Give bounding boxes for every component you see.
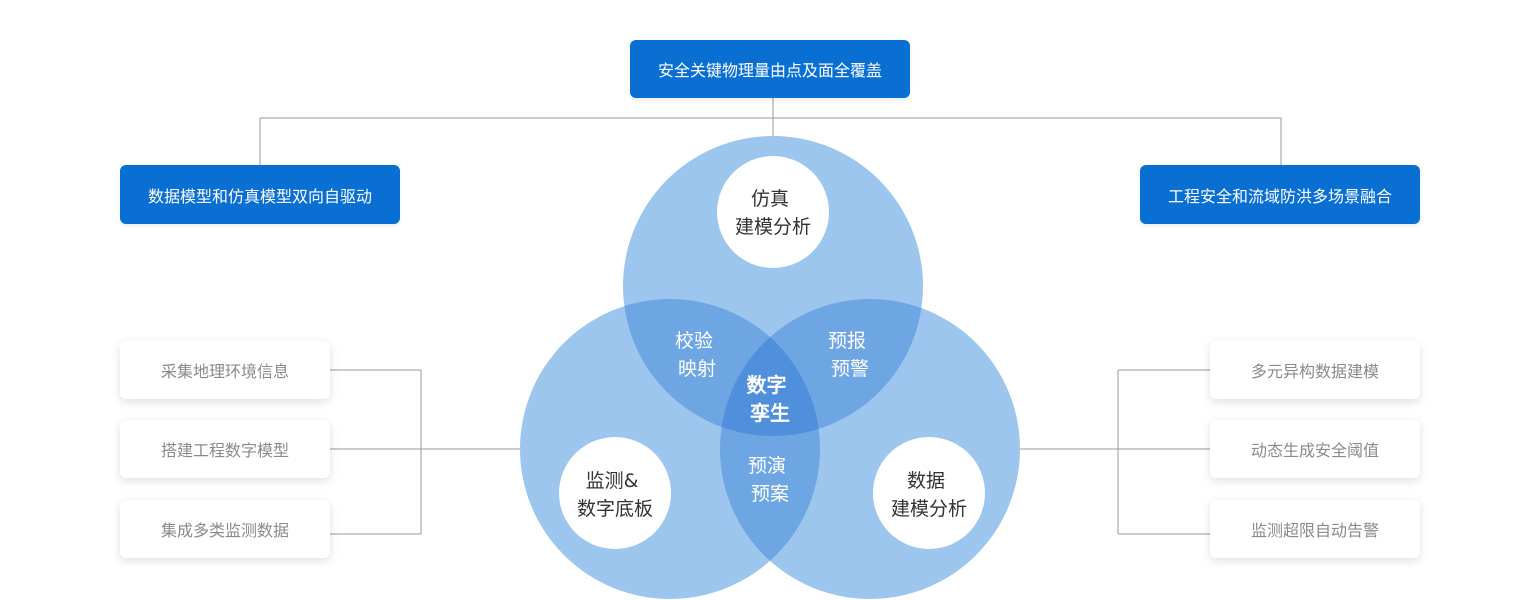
right-item-label: 多元异构数据建模 <box>1250 362 1379 381</box>
left-item-card: 集成多类监测数据 <box>120 500 330 558</box>
overlap-center <box>720 299 820 436</box>
top-goal-label: 安全关键物理量由点及面全覆盖 <box>657 61 882 80</box>
top-goal-box: 安全关键物理量由点及面全覆盖 <box>630 40 910 98</box>
right-item-card: 多元异构数据建模 <box>1210 341 1420 399</box>
overlap-top-left-line-1: 校验 <box>675 330 713 352</box>
overlap-bottom-line-1: 预演 <box>748 455 786 477</box>
top-circle-line-1: 仿真 <box>751 188 789 210</box>
right-item-label: 监测超限自动告警 <box>1250 521 1379 540</box>
disc-left <box>559 437 671 549</box>
right-goal-label: 工程安全和流域防洪多场景融合 <box>1167 186 1392 206</box>
svg-text:仿真 建模分析: 仿真 建模分析 <box>735 188 811 238</box>
overlap-top-left-line-2: 映射 <box>678 358 716 380</box>
right-circle-line-1: 数据 <box>907 470 945 492</box>
overlap-top-right-line-2: 预警 <box>831 358 869 380</box>
left-item-card: 采集地理环境信息 <box>120 341 330 399</box>
center-line-2: 孪生 <box>750 401 790 425</box>
right-item-card: 监测超限自动告警 <box>1210 500 1420 558</box>
left-circle-line-2: 数字底板 <box>577 498 653 520</box>
right-item-label: 动态生成安全阈值 <box>1250 441 1379 460</box>
left-item-label: 采集地理环境信息 <box>160 362 289 381</box>
right-item-card: 动态生成安全阈值 <box>1210 420 1420 478</box>
left-goal-box: 数据模型和仿真模型双向自驱动 <box>120 165 400 224</box>
svg-text:数据 建模分析: 数据 建模分析 <box>891 470 967 520</box>
left-circle-line-1: 监测& <box>586 470 639 492</box>
svg-text:预报 预警: 预报 预警 <box>828 330 872 380</box>
center-line-1: 数字 <box>747 373 787 397</box>
left-goal-label: 数据模型和仿真模型双向自驱动 <box>147 186 372 206</box>
right-goal-box: 工程安全和流域防洪多场景融合 <box>1140 165 1420 224</box>
overlap-top-right-line-1: 预报 <box>828 330 866 352</box>
top-circle-line-2: 建模分析 <box>735 216 811 238</box>
svg-text:数字 孪生: 数字 孪生 <box>747 373 794 425</box>
left-item-card: 搭建工程数字模型 <box>120 420 330 478</box>
svg-text:校验 映射: 校验 映射 <box>675 330 719 380</box>
svg-text:监测& 数字底板: 监测& 数字底板 <box>577 470 653 520</box>
svg-text:预演 预案: 预演 预案 <box>748 455 792 505</box>
disc-right <box>873 437 985 549</box>
right-circle-line-2: 建模分析 <box>891 498 967 520</box>
overlap-bottom-line-2: 预案 <box>751 483 789 505</box>
left-item-label: 集成多类监测数据 <box>160 521 289 540</box>
left-item-label: 搭建工程数字模型 <box>160 441 289 460</box>
disc-top <box>717 156 829 268</box>
